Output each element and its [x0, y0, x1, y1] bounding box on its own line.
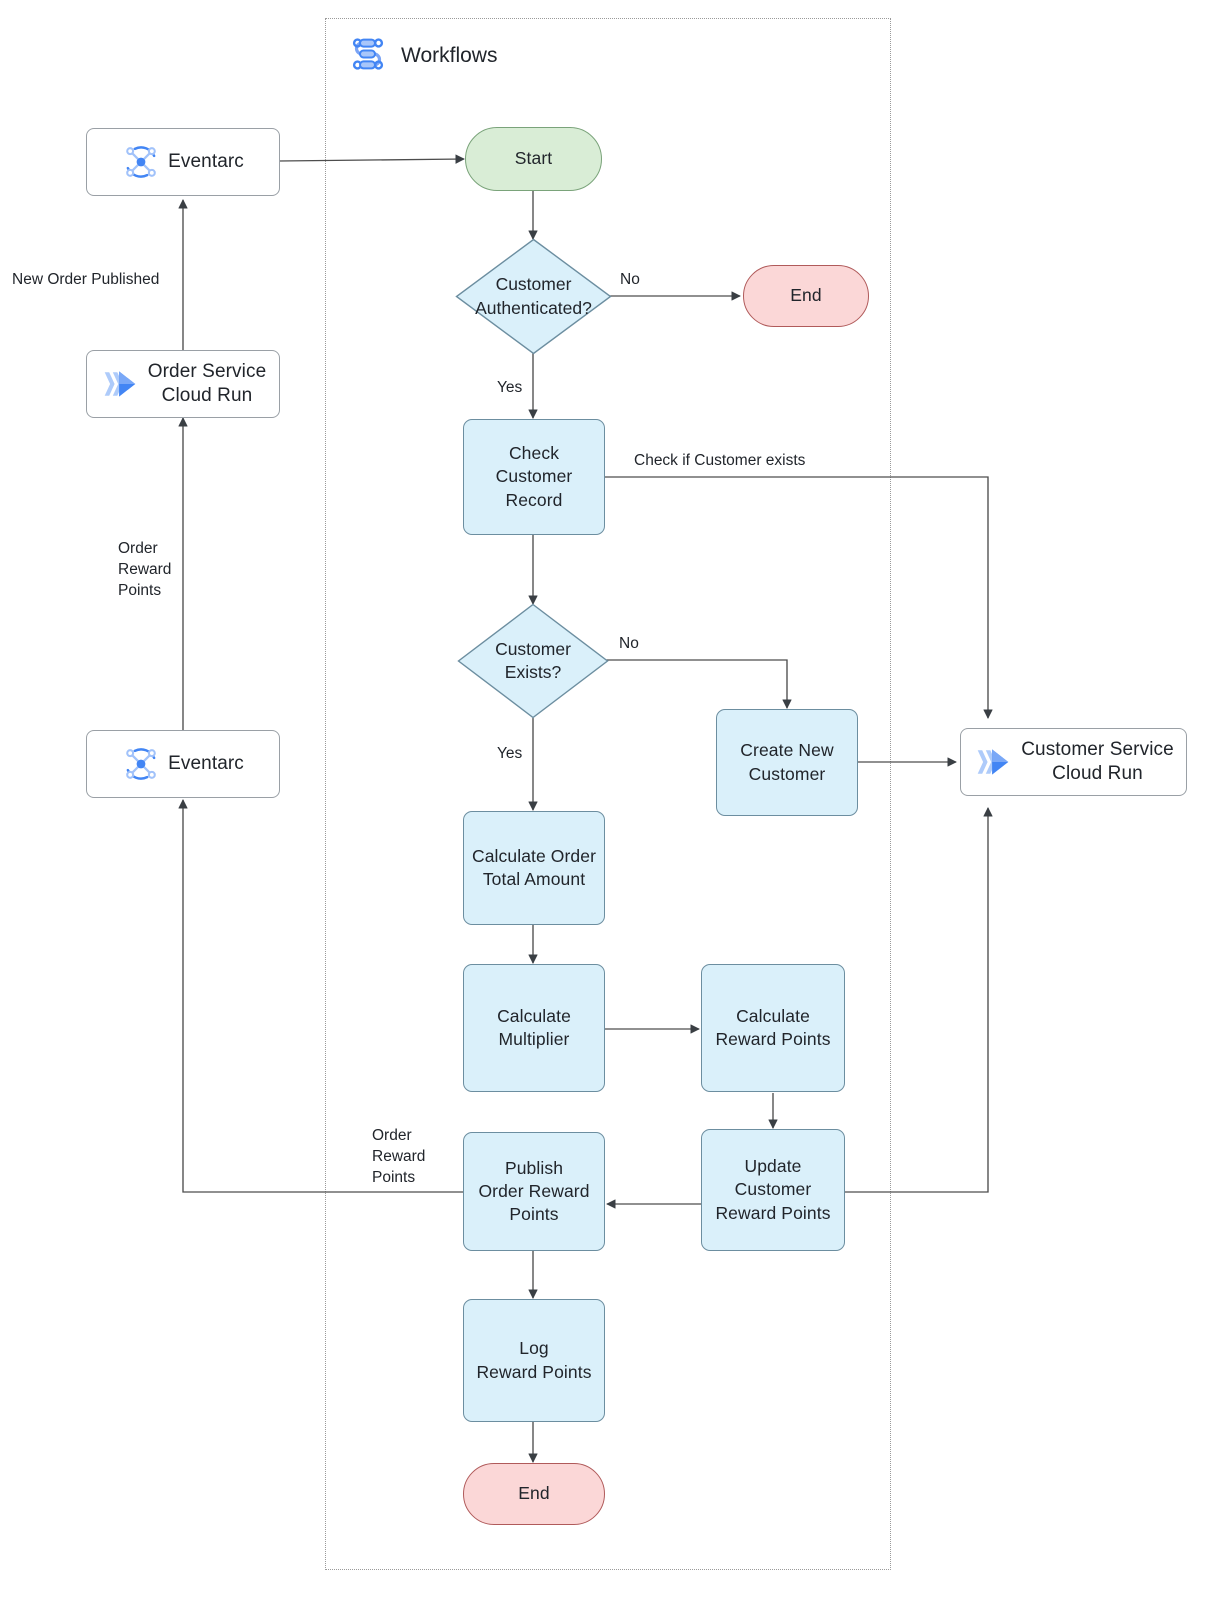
node-update-customer-reward-points[interactable]: Update Customer Reward Points [701, 1129, 845, 1251]
edge-label-order-reward-points-left: Order Reward Points [118, 540, 172, 599]
edge-label-check-if-customer-exists: Check if Customer exists [634, 452, 806, 469]
decision-shape [455, 238, 612, 355]
decision-shape [457, 603, 609, 719]
workflows-group-label: Workflows [401, 44, 498, 67]
service-customer-service-cloud-run[interactable]: Customer Service Cloud Run [960, 728, 1187, 796]
edge-label-auth-yes: Yes [497, 379, 523, 396]
service-order-service-cloud-run[interactable]: Order Service Cloud Run [86, 350, 280, 418]
node-customer-authenticated[interactable]: Customer Authenticated? [455, 238, 612, 355]
node-check-customer-record[interactable]: Check Customer Record [463, 419, 605, 535]
edge-label-new-order-published: New Order Published [12, 271, 160, 288]
cloud-run-icon [100, 366, 140, 402]
cloud-run-icon [973, 744, 1013, 780]
service-label: Order Service Cloud Run [147, 360, 267, 406]
service-eventarc-bottom[interactable]: Eventarc [86, 730, 280, 798]
node-calculate-multiplier[interactable]: Calculate Multiplier [463, 964, 605, 1092]
service-label: Eventarc [168, 752, 244, 774]
node-calculate-order-total[interactable]: Calculate Order Total Amount [463, 811, 605, 925]
node-publish-order-reward-points[interactable]: Publish Order Reward Points [463, 1132, 605, 1251]
node-end-auth-fail[interactable]: End [743, 265, 869, 327]
workflows-group-container [325, 18, 891, 1570]
node-end-final[interactable]: End [463, 1463, 605, 1525]
edge-label-order-reward-points-publish: Order Reward Points [372, 1127, 426, 1186]
eventarc-icon [122, 745, 160, 783]
workflows-icon [345, 33, 391, 79]
node-customer-exists[interactable]: Customer Exists? [457, 603, 609, 719]
edge-label-exists-yes: Yes [497, 745, 523, 762]
node-start[interactable]: Start [465, 127, 602, 191]
service-eventarc-top[interactable]: Eventarc [86, 128, 280, 196]
service-label: Eventarc [168, 150, 244, 172]
edge-label-exists-no: No [619, 635, 639, 652]
edge-label-auth-no: No [620, 271, 640, 288]
workflows-group-title: Workflows [345, 33, 497, 79]
service-label: Customer Service Cloud Run [1021, 738, 1174, 784]
node-create-new-customer[interactable]: Create New Customer [716, 709, 858, 816]
node-label: Customer Authenticated? [475, 274, 592, 318]
node-calculate-reward-points[interactable]: Calculate Reward Points [701, 964, 845, 1092]
node-log-reward-points[interactable]: Log Reward Points [463, 1299, 605, 1422]
node-label: Customer Exists? [495, 638, 571, 682]
eventarc-icon [122, 143, 160, 181]
